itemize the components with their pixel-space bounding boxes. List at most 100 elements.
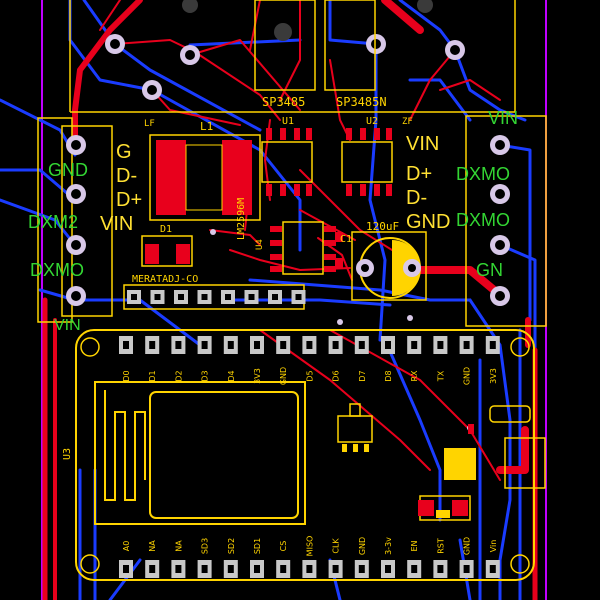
module-top-pin-label: D7 (358, 370, 367, 381)
module-bottom-pin-label: CLK (332, 538, 341, 554)
module-top-pin (250, 336, 264, 354)
module-bottom-pin (485, 560, 500, 578)
right-label-1: VIN (406, 133, 439, 155)
header-pin (221, 290, 235, 304)
label-adc-header: MERATADJ-CO (132, 274, 198, 285)
right-label-3: D- (406, 187, 427, 209)
module-top-pin (433, 336, 448, 354)
header-pin (150, 290, 165, 304)
left-label-2: D- (116, 165, 137, 187)
module-bottom-pin-label: NA (174, 540, 183, 552)
module-bottom-pin-label: SD1 (253, 538, 262, 554)
module-top-pin (407, 336, 422, 354)
module-bottom-pin (328, 560, 343, 578)
module-top-pin-label: D2 (174, 370, 183, 381)
capacitor-c1-pads (335, 232, 343, 268)
header-pin (244, 290, 259, 304)
module-bottom-pin (171, 560, 186, 578)
label-l1: L1 (200, 120, 213, 133)
right-connector-labels: VIN D+ D- GND VIN DXMO DXMO GN (406, 108, 518, 280)
module-bottom-pin-label: SD3 (201, 538, 210, 554)
module-bottom-pin (223, 560, 238, 578)
right-green-2: DXMO (456, 164, 510, 184)
electrolytic-capacitor (351, 231, 427, 301)
module-top-pin-label: D6 (332, 370, 341, 381)
module-bottom-pin (145, 560, 160, 578)
module-top-pin (171, 336, 186, 354)
module-top-pin (302, 336, 317, 354)
module-bottom-pin-label: SD2 (227, 538, 236, 554)
module-bottom-pin (433, 560, 448, 578)
module-bottom-pin-label: GND (463, 537, 472, 555)
left-label-4: VIN (100, 213, 133, 235)
label-u2: U2 (366, 116, 378, 127)
diode-d1 (141, 235, 193, 267)
module-top-pin-label: D1 (148, 370, 157, 381)
module-bottom-pin (407, 560, 422, 578)
module-top-pin-label: TX (436, 370, 445, 382)
label-sp3485-2: SP3485N (336, 95, 387, 109)
left-green-4: VIN (54, 317, 81, 334)
ic-u1 (261, 128, 313, 196)
label-d1: D1 (160, 224, 172, 235)
module-top-pin-label: 3V3 (489, 368, 498, 384)
left-green-1: GND (48, 160, 88, 180)
label-c1: C1 (340, 234, 352, 245)
left-label-1: G (116, 141, 132, 163)
regulator-u4 (270, 221, 336, 275)
module-bottom-pin (302, 560, 317, 578)
module-top-pin-label: D3 (201, 370, 210, 381)
right-connector (465, 115, 547, 327)
label-u4: U4 (255, 239, 265, 250)
module-top-pin-label: GND (279, 367, 288, 385)
module-top-pin-label: D0 (122, 370, 131, 381)
module-top-pin-label: RX (410, 370, 419, 382)
header-pin (174, 290, 188, 304)
right-green-1: VIN (488, 108, 518, 128)
module-top-pin (197, 336, 212, 354)
module-bottom-pin-label: RST (436, 538, 445, 554)
module-bottom-pin (197, 560, 212, 578)
module-bottom-pin-label: 3-3v (384, 537, 393, 555)
module-top-pin (485, 336, 500, 354)
right-green-4: GN (476, 260, 503, 280)
label-lf: LF (144, 119, 155, 129)
module-top-pin (276, 336, 291, 354)
right-green-3: DXMO (456, 210, 510, 230)
label-cap-value: 120uF (366, 220, 399, 233)
left-green-3: DXMO (30, 260, 84, 280)
module-top-pin-label: GND (463, 367, 472, 385)
top-copper-traces (42, 0, 538, 600)
label-zf: ZF (402, 117, 413, 127)
module-top-pin (328, 336, 343, 354)
module-bottom-pin-label: EN (410, 540, 419, 551)
label-u3: U3 (62, 448, 73, 460)
module-bottom-pin-label: GND (358, 537, 367, 555)
module-top-pin-label: D4 (227, 370, 236, 381)
left-connector (37, 117, 113, 323)
module-top-pin (223, 336, 238, 354)
module-bottom-pin (276, 560, 291, 578)
module-top-pin-label: D5 (305, 370, 314, 381)
adc-header (123, 284, 306, 310)
right-label-4: GND (406, 211, 450, 233)
left-connector-labels: G D- D+ VIN GND DXM2 DXMO VIN (28, 141, 142, 334)
module-bottom-pin (119, 560, 133, 578)
nodemcu-module (75, 329, 546, 581)
module-bottom-pin (381, 560, 395, 578)
module-bottom-pin-label: Vin (489, 540, 498, 553)
header-pin (127, 290, 141, 304)
module-top-pin (459, 336, 474, 354)
ic-u2 (341, 128, 393, 196)
header-pin (268, 290, 282, 304)
left-label-3: D+ (116, 189, 142, 211)
module-bottom-pin-label: A0 (122, 541, 131, 552)
inductor-l1 (149, 134, 261, 221)
left-green-2: DXM2 (28, 212, 78, 232)
module-bottom-pin (354, 560, 369, 578)
module-top-pin (354, 336, 369, 354)
